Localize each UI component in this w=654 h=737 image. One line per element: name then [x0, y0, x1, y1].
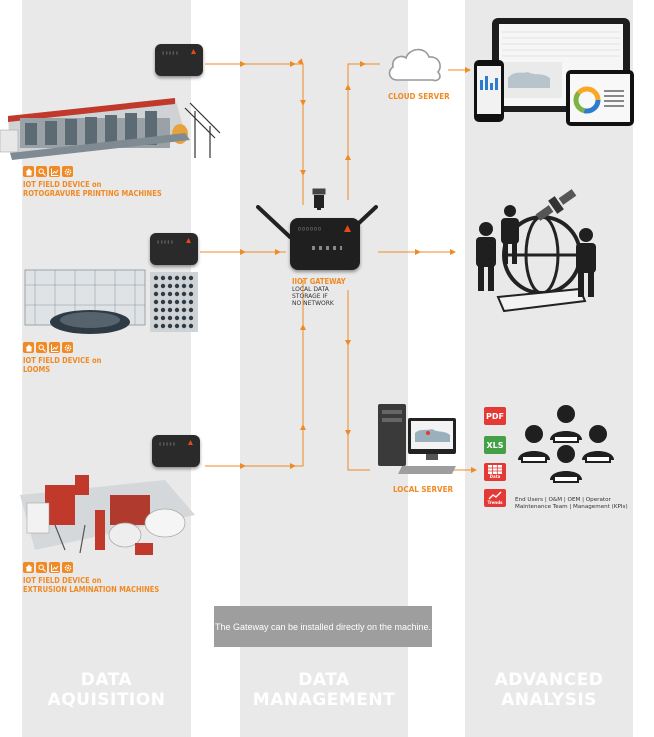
- gateway-install-note: The Gateway can be installed directly on…: [214, 606, 432, 647]
- iot-field-device-2: ▯▯▯▯▯: [150, 233, 198, 265]
- search-icon: [36, 166, 47, 177]
- chart-icon: [49, 166, 60, 177]
- gateway-label: IIOT GATEWAY LOCAL DATA STORAGE IF NO NE…: [292, 277, 346, 307]
- pdf-report-icon: PDF: [484, 407, 506, 425]
- device-icons: [23, 342, 101, 353]
- local-server-illustration: [378, 404, 456, 474]
- cloud-server-label: CLOUD SERVER: [388, 92, 450, 101]
- column-title: DATA MANAGEMENT: [252, 670, 396, 710]
- tablet-dashboard-illustration: [474, 18, 634, 126]
- field-device-label-1: IOT FIELD DEVICE on ROTOGRAVURE PRINTING…: [23, 166, 162, 198]
- status-leds: [312, 246, 342, 250]
- column-title: ADVANCED ANALYSIS: [494, 670, 604, 710]
- device-icons: [23, 562, 159, 573]
- sd-card-icon: [312, 188, 326, 210]
- warning-led: [191, 49, 196, 54]
- extrusion-lamination-illustration: [20, 475, 195, 555]
- users-roles-text: End Users | O&M | OEM | Operator Mainten…: [515, 497, 628, 510]
- trends-chart-icon: Trends: [484, 489, 506, 507]
- column-title: DATA AQUISITION: [47, 670, 166, 710]
- home-icon: [23, 166, 34, 177]
- warning-led: [188, 440, 193, 445]
- search-icon: [36, 342, 47, 353]
- rotogravure-machine-illustration: [0, 98, 221, 160]
- field-device-label-3: IOT FIELD DEVICE on EXTRUSION LAMINATION…: [23, 562, 159, 594]
- search-icon: [36, 562, 47, 573]
- iiot-gateway-device: ▯▯▯▯▯▯: [290, 218, 360, 270]
- home-icon: [23, 342, 34, 353]
- gear-icon: [62, 342, 73, 353]
- users-group-icon: [518, 405, 614, 483]
- chart-icon: [49, 562, 60, 573]
- gear-icon: [62, 562, 73, 573]
- local-server-label: LOCAL SERVER: [393, 485, 454, 494]
- device-icons: [23, 166, 162, 177]
- data-table-icon: Data: [484, 463, 506, 481]
- warning-led: [344, 225, 351, 232]
- iot-field-device-3: ▯▯▯▯▯: [152, 435, 200, 467]
- home-icon: [23, 562, 34, 573]
- cloud-icon: [388, 48, 441, 82]
- xls-report-icon: XLS: [484, 436, 506, 454]
- looms-illustration: [24, 269, 198, 334]
- iot-field-device-1: ▯▯▯▯▯: [155, 44, 203, 76]
- field-device-label-2: IOT FIELD DEVICE on LOOMS: [23, 342, 101, 374]
- warning-led: [186, 238, 191, 243]
- chart-icon: [49, 342, 60, 353]
- global-analytics-illustration: [476, 189, 596, 313]
- gear-icon: [62, 166, 73, 177]
